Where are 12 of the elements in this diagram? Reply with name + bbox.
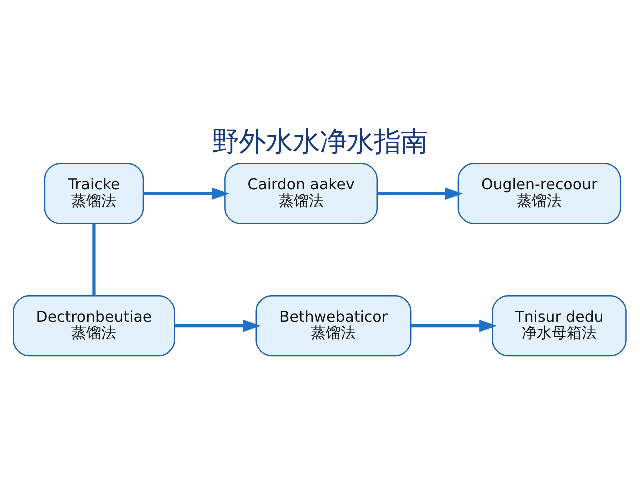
node-box: Tnisur dedu 净水母箱法 [492, 296, 627, 357]
arrow [175, 320, 262, 332]
arrow [144, 188, 230, 200]
arrow [411, 320, 498, 332]
node-box: Ouglen-recoour 蒸馏法 [458, 163, 622, 224]
node-box: Cairdon aakev 蒸馏法 [224, 163, 378, 224]
connector [92, 224, 96, 296]
diagram-title: 野外水水净水指南 [212, 126, 428, 158]
node-box: Bethwebaticor 蒸馏法 [256, 296, 412, 357]
arrow [378, 188, 463, 200]
node-box: Dectronbeutiae 蒸馏法 [13, 296, 176, 357]
node-box: Traicke 蒸馏法 [44, 163, 144, 224]
